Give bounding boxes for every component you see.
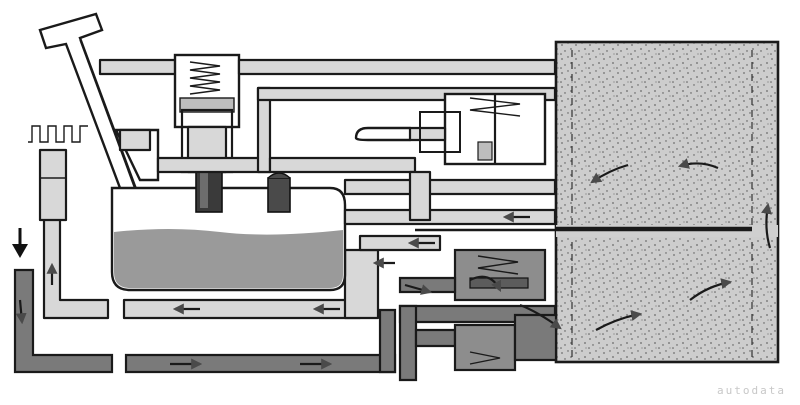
watermark-text: autodata <box>717 384 786 397</box>
pressure-pulse-signal-icon <box>28 125 88 143</box>
pilot-valve <box>354 92 547 222</box>
check-valve <box>267 172 291 213</box>
chamber-flow-arrows <box>590 158 772 331</box>
compression-spring-icon <box>189 61 221 95</box>
fluid-reservoir <box>110 186 347 292</box>
input-arrow-icon <box>12 228 28 258</box>
filter-chamber <box>554 40 780 364</box>
modulator-valve <box>398 248 562 382</box>
pulse-damper <box>38 148 68 222</box>
feed-line <box>13 268 397 374</box>
valve-plunger-icon <box>195 167 223 213</box>
